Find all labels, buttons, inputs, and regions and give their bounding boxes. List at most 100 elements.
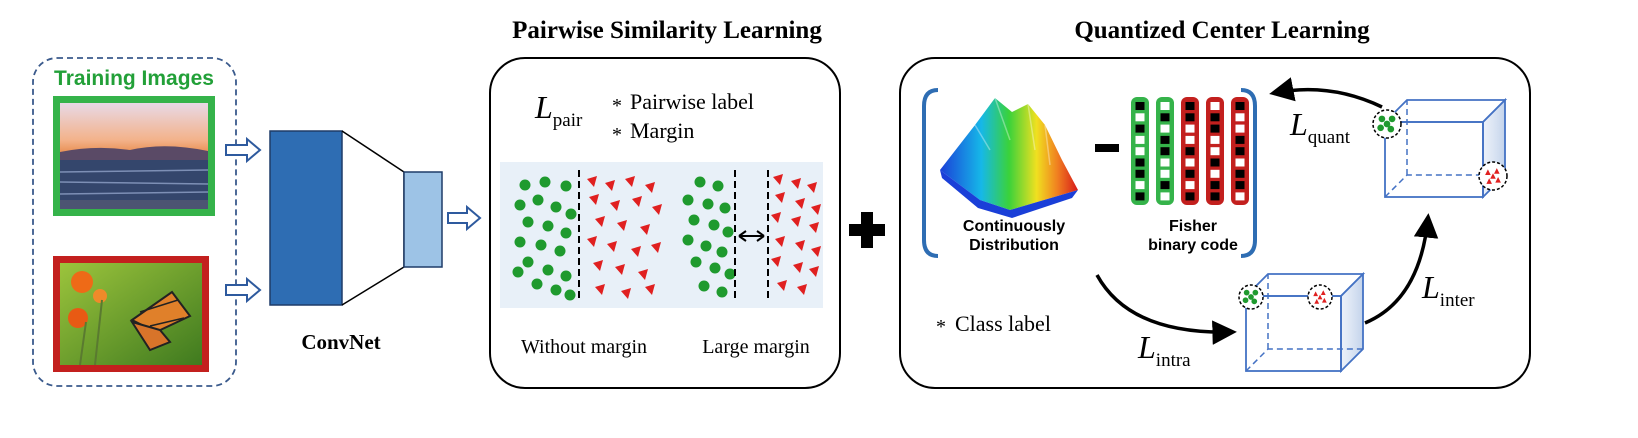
inter-arrow (1364, 213, 1439, 325)
code-bit (1185, 192, 1195, 201)
margin-points (512, 174, 821, 301)
code-bit (1135, 135, 1145, 144)
red-triangle (1490, 173, 1496, 179)
red-triangle (625, 176, 635, 187)
red-triangle (773, 174, 783, 185)
code-bit (1235, 113, 1245, 122)
green-dot (560, 270, 572, 282)
green-dot (716, 246, 728, 258)
red-triangle (632, 196, 642, 207)
without-margin-label: Without margin (521, 336, 647, 358)
fisher-label-line2: binary code (1148, 237, 1238, 254)
red-triangle (809, 266, 819, 277)
bullet-star-icon: * (936, 316, 946, 338)
code-bit (1160, 169, 1170, 178)
red-triangle (1317, 294, 1323, 300)
code-bit (1135, 147, 1145, 156)
quantized-title: Quantized Center Learning (1074, 17, 1370, 44)
bullet-margin: Margin (630, 118, 694, 143)
inter-loss: Linter (1421, 269, 1475, 311)
code-bit (1135, 113, 1145, 122)
distribution-label-line2: Distribution (969, 237, 1059, 254)
green-dot (519, 179, 531, 191)
code-bit (1160, 135, 1170, 144)
green-dot (539, 176, 551, 188)
quant-arrow (1269, 77, 1383, 109)
green-dot (542, 264, 554, 276)
red-triangle (1485, 169, 1491, 175)
convnet-label: ConvNet (301, 330, 380, 354)
green-dot (565, 208, 577, 220)
code-bit (1160, 181, 1170, 190)
code-bit (1160, 158, 1170, 167)
red-triangle (652, 204, 662, 215)
left-bracket (922, 88, 939, 258)
green-dot (514, 199, 526, 211)
code-bit (1160, 124, 1170, 133)
green-dot (535, 239, 547, 251)
code-bit (1210, 181, 1220, 190)
green-dot (550, 201, 562, 213)
butterfly-flowers-photo (53, 256, 209, 372)
pair-loss: Lpair (534, 89, 583, 131)
green-dot (700, 240, 712, 252)
red-triangle (771, 212, 781, 223)
code-bit (1160, 102, 1170, 110)
code-bit (1210, 158, 1220, 167)
code-bit (1185, 147, 1195, 156)
red-triangle (811, 246, 821, 257)
green-dot (532, 194, 544, 206)
bullet-pairwise-label: Pairwise label (630, 89, 754, 114)
red-triangle (645, 182, 655, 193)
code-bit (1235, 102, 1245, 110)
red-triangle (809, 222, 819, 233)
red-triangle (589, 194, 599, 205)
red-triangle (797, 284, 807, 295)
code-bit (1235, 147, 1245, 156)
red-triangle (645, 284, 655, 295)
large-margin-label: Large margin (702, 336, 810, 358)
cube-hidden-edge (1245, 274, 1363, 372)
red-triangle (615, 264, 625, 275)
green-dot (1378, 115, 1386, 123)
green-dot (1248, 294, 1254, 300)
cube-hidden-edge (1384, 100, 1505, 198)
green-dot (722, 226, 734, 238)
intra-loss: Lintra (1137, 329, 1191, 371)
green-dot (542, 220, 554, 232)
green-dot (708, 219, 720, 231)
red-triangle (651, 242, 661, 253)
red-triangle (617, 220, 627, 231)
code-bit (1160, 113, 1170, 122)
code-bit (1235, 169, 1245, 178)
code-bit (1185, 158, 1195, 167)
red-triangle (1494, 168, 1500, 174)
code-bit (1185, 113, 1195, 122)
code-bit (1210, 124, 1220, 133)
code-bit (1185, 135, 1195, 144)
red-triangle (791, 216, 801, 227)
red-triangle (593, 260, 603, 271)
red-triangle (807, 182, 817, 193)
red-triangle (811, 204, 821, 215)
hollow-arrow-icon (225, 136, 262, 164)
red-triangle (795, 240, 805, 251)
code-bit (1210, 113, 1220, 122)
code-bit (1235, 192, 1245, 201)
red-triangle (621, 288, 631, 299)
code-bit (1185, 181, 1195, 190)
plus-icon (849, 212, 885, 248)
red-triangle (631, 246, 641, 257)
code-bit (1210, 147, 1220, 156)
red-triangle (1313, 291, 1319, 297)
red-triangle (775, 236, 785, 247)
code-bit (1135, 192, 1145, 201)
red-triangle (791, 178, 801, 189)
pairwise-title: Pairwise Similarity Learning (512, 17, 822, 44)
code-bit (1135, 124, 1145, 133)
code-bit (1185, 102, 1195, 110)
code-bit (1135, 102, 1145, 110)
cube-front (1384, 121, 1484, 198)
bullet-star-icon: * (612, 95, 622, 117)
red-triangle (587, 176, 597, 187)
